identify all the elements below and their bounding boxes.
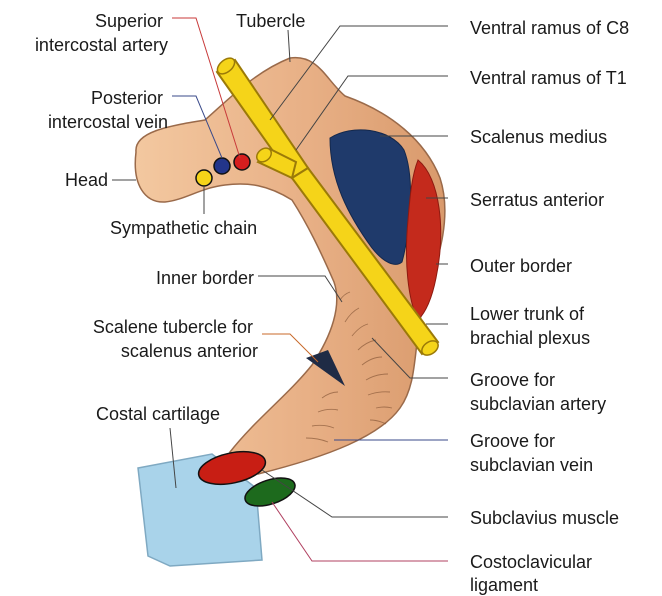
label-ventral-ramus-c8: Ventral ramus of C8 <box>470 18 629 38</box>
label-subclavius-muscle: Subclavius muscle <box>470 508 619 528</box>
superior-intercostal-artery <box>234 154 250 170</box>
label-head: Head <box>65 170 108 190</box>
label-costoclavicular-ligament: Costoclavicular ligament <box>470 552 597 595</box>
posterior-intercostal-vein <box>214 158 230 174</box>
sympathetic-chain-node <box>196 170 212 186</box>
label-tubercle: Tubercle <box>236 11 305 31</box>
label-sympathetic-chain: Sympathetic chain <box>110 218 257 238</box>
label-outer-border: Outer border <box>470 256 572 276</box>
label-ventral-ramus-t1: Ventral ramus of T1 <box>470 68 627 88</box>
label-serratus-anterior: Serratus anterior <box>470 190 604 210</box>
label-groove-subclavian-vein: Groove for subclavian vein <box>470 431 593 475</box>
label-scalene-tubercle: Scalene tubercle for scalenus anterior <box>93 317 258 361</box>
label-groove-subclavian-artery: Groove for subclavian artery <box>470 370 606 414</box>
label-scalenus-medius: Scalenus medius <box>470 127 607 147</box>
label-costal-cartilage: Costal cartilage <box>96 404 220 424</box>
label-posterior-intercostal-vein: Posterior intercostal vein <box>48 88 168 132</box>
label-lower-trunk: Lower trunk of brachial plexus <box>470 304 590 348</box>
label-inner-border: Inner border <box>156 268 254 288</box>
label-superior-intercostal-artery: Superior intercostal artery <box>35 11 168 55</box>
